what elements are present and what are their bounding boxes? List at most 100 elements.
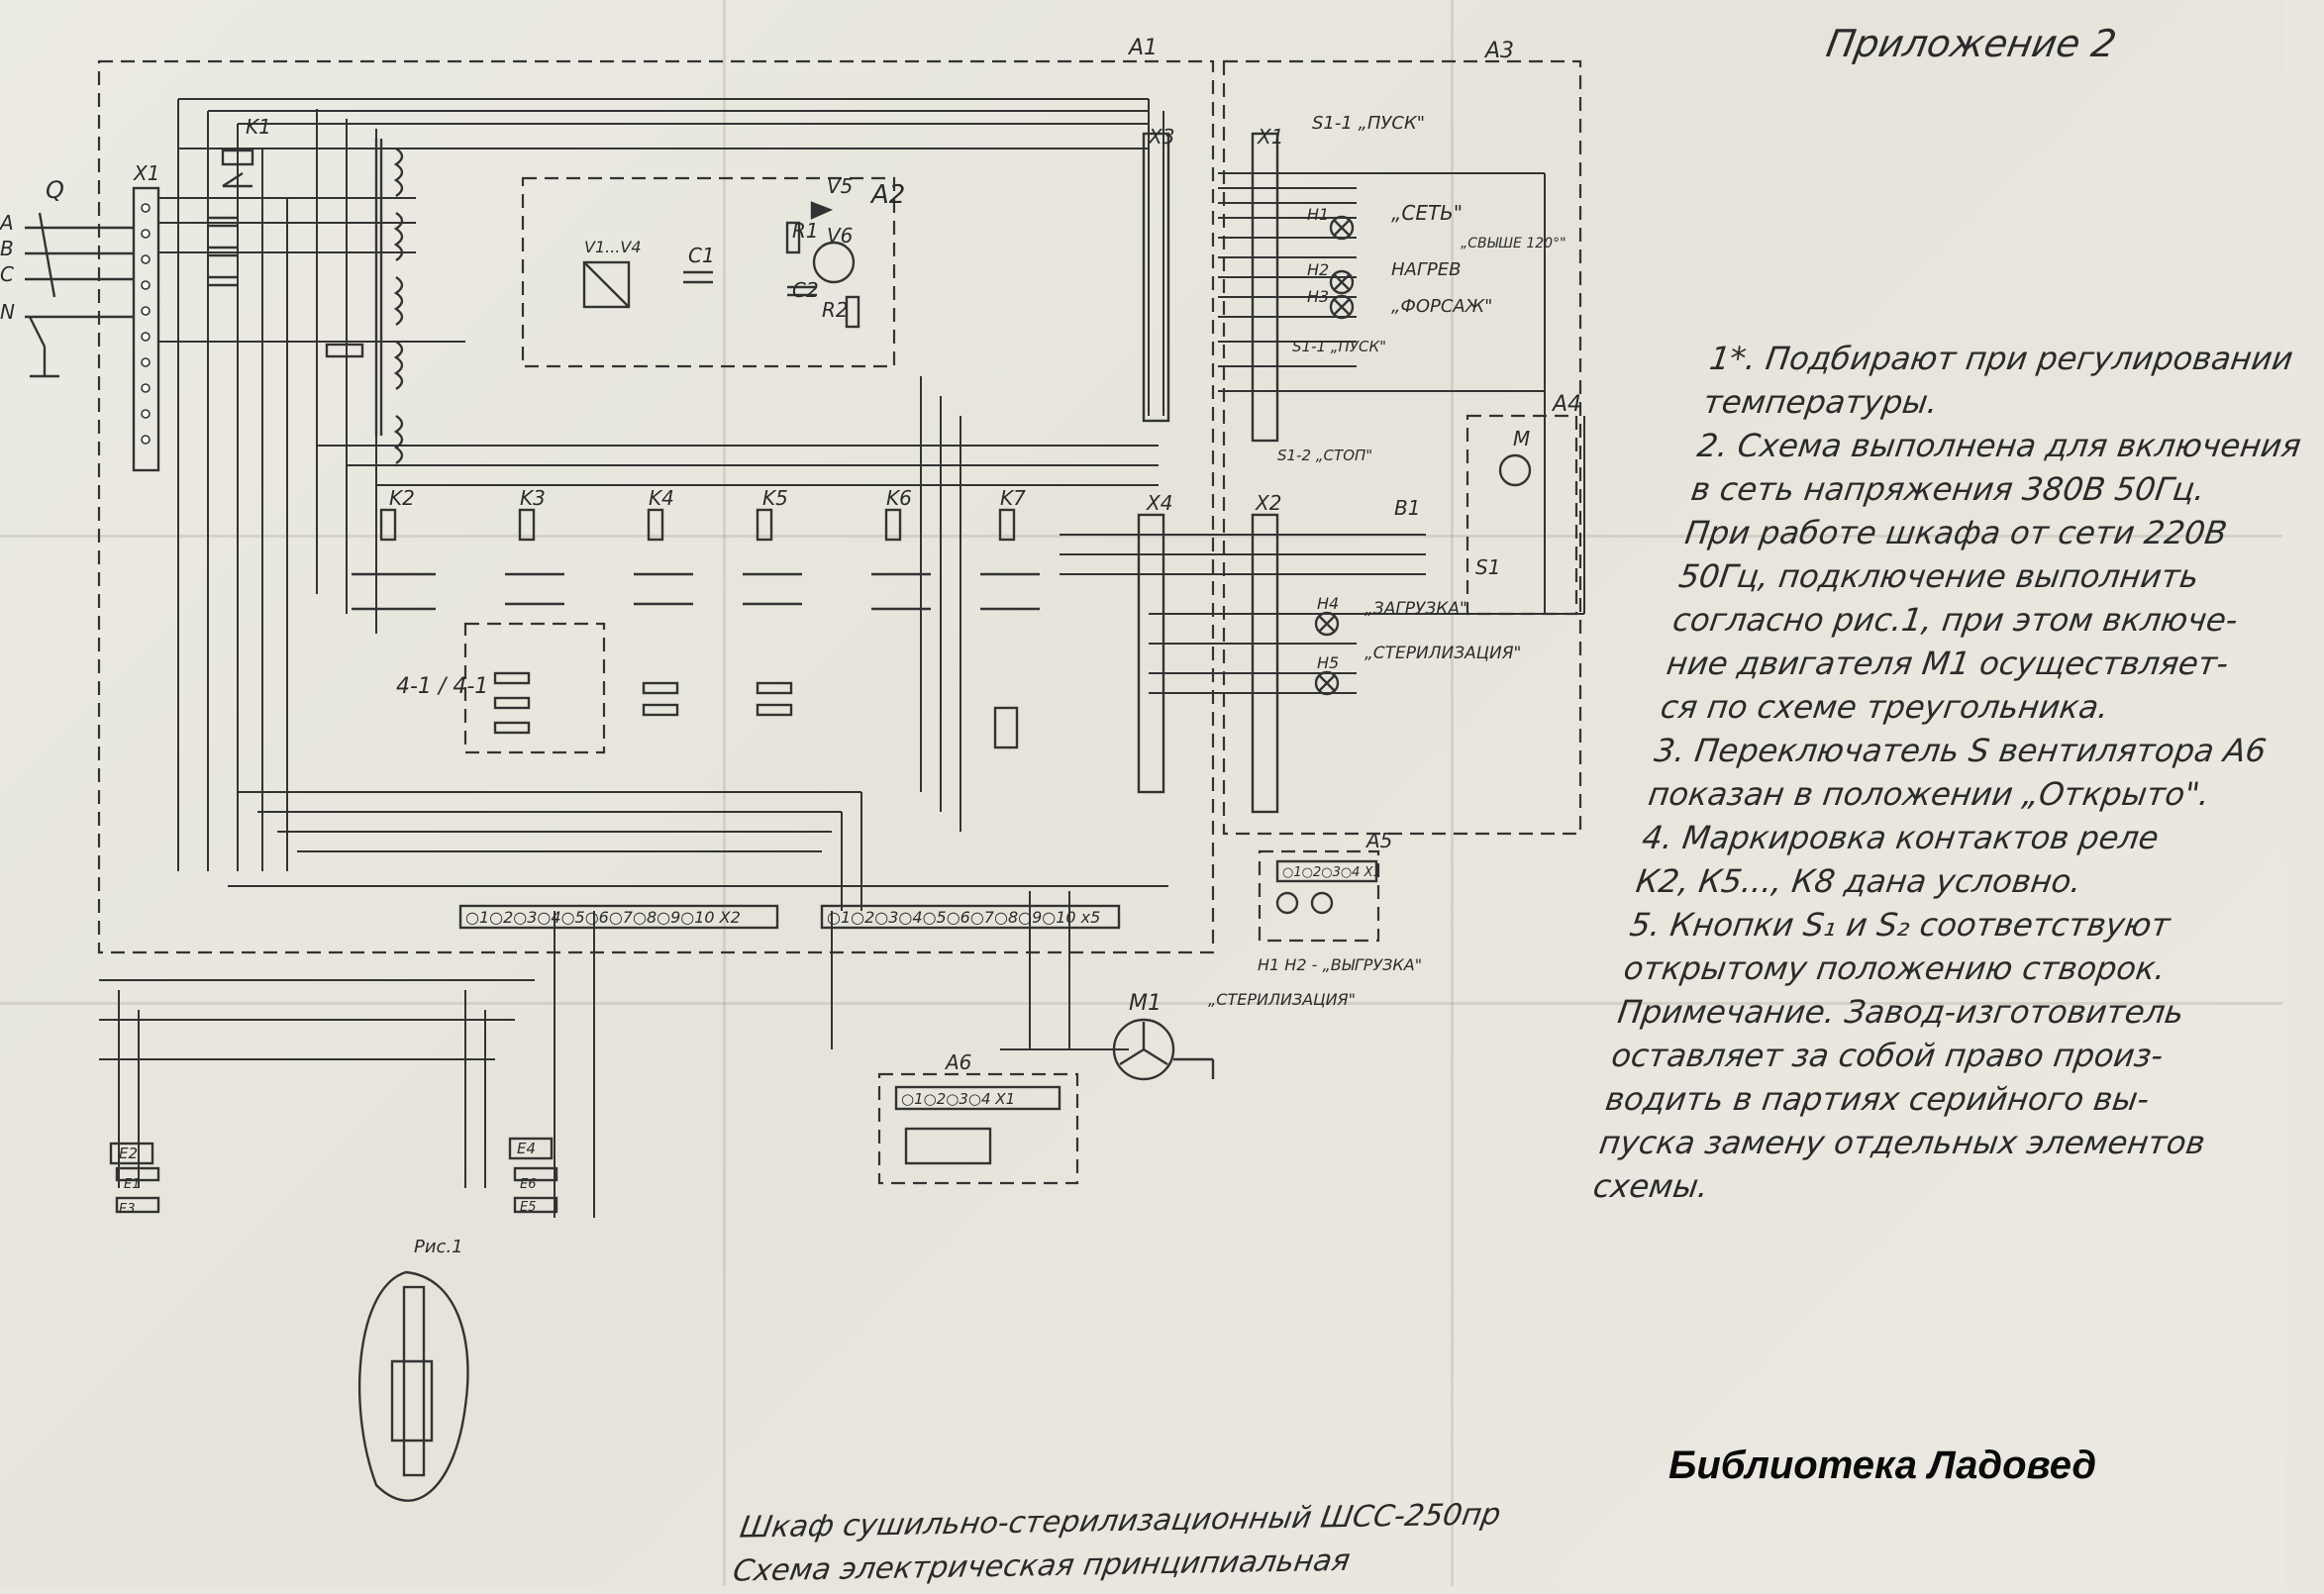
label-k4: K4 bbox=[649, 486, 674, 510]
label-x1-a3: X1 bbox=[1257, 125, 1283, 149]
label-a6: A6 bbox=[944, 1050, 971, 1074]
label-m: M bbox=[1513, 427, 1530, 450]
label-v1v4: V1...V4 bbox=[584, 238, 642, 256]
a5-strip bbox=[1275, 859, 1378, 883]
label-phase-c: C bbox=[0, 262, 14, 286]
label-e3: E3 bbox=[119, 1202, 136, 1217]
terminal-x2-right bbox=[1251, 513, 1279, 814]
note-line: схемы. bbox=[1590, 1167, 1711, 1205]
fig1-sketch bbox=[357, 1270, 469, 1502]
block-a3-frame bbox=[1222, 59, 1582, 836]
paper-fold bbox=[0, 1002, 2282, 1005]
label-e5: E5 bbox=[520, 1200, 537, 1215]
label-a4: A4 bbox=[1551, 392, 1581, 417]
note-line: К2, К5..., К8 дана условно. bbox=[1633, 862, 2084, 900]
note-line: ся по схеме треугольника. bbox=[1658, 688, 2111, 726]
label-v5: V5 bbox=[827, 174, 853, 198]
label-c1: C1 bbox=[688, 244, 715, 267]
label-x1-left: X1 bbox=[133, 161, 159, 185]
filter-frame bbox=[463, 622, 606, 754]
transformer bbox=[325, 139, 404, 464]
block-a1-frame bbox=[97, 59, 1215, 954]
label-h4: H4 bbox=[1317, 594, 1339, 613]
label-h2: H2 bbox=[1307, 260, 1329, 279]
terminal-x1-left bbox=[132, 186, 160, 472]
note-line: 1*. Подбирают при регулировании bbox=[1707, 340, 2296, 377]
label-e4: E4 bbox=[517, 1140, 536, 1157]
label-k1: K1 bbox=[246, 115, 271, 139]
diagram-labels: A1 A3 A2 A4 A5 A6 X1 X3 X1 X4 X2 Q A B C… bbox=[0, 36, 1581, 1257]
relay-k1 bbox=[221, 149, 254, 188]
label-x3: X3 bbox=[1148, 125, 1174, 149]
label-h5: H5 bbox=[1317, 653, 1339, 672]
block-a6-frame bbox=[877, 1072, 1079, 1185]
note-line: Примечание. Завод-изготовитель bbox=[1615, 993, 2186, 1031]
label-a5-strip: ○1○2○3○4 X1 bbox=[1282, 865, 1381, 880]
a2-circuit bbox=[582, 201, 860, 329]
label-c2: C2 bbox=[792, 278, 819, 302]
label-above120: „СВЫШЕ 120°" bbox=[1461, 236, 1566, 251]
block-a2-frame bbox=[521, 176, 896, 368]
heaters-right bbox=[508, 1137, 558, 1214]
label-k5: K5 bbox=[762, 486, 788, 510]
note-line: показан в положении „Открыто". bbox=[1646, 775, 2212, 813]
label-k7: K7 bbox=[1000, 486, 1026, 510]
label-x2: X2 bbox=[1255, 491, 1281, 515]
note-line: ние двигателя М1 осуществляет- bbox=[1664, 645, 2231, 682]
label-stop: S1-2 „СТОП" bbox=[1277, 447, 1372, 464]
terminal-x5-strip bbox=[820, 904, 1121, 930]
label-network: „СЕТЬ" bbox=[1391, 201, 1463, 225]
note-line: пуска замену отдельных элементов bbox=[1596, 1124, 2208, 1161]
label-a3: A3 bbox=[1483, 39, 1514, 63]
label-a2: A2 bbox=[869, 180, 905, 210]
vertical-wires bbox=[99, 99, 1164, 1218]
note-line: температуры. bbox=[1700, 383, 1941, 421]
main-switch-q bbox=[25, 212, 134, 378]
fan-switch-a6 bbox=[894, 1085, 1061, 1165]
label-start-switch: S1-1 „ПУСК" bbox=[1312, 113, 1425, 134]
circuit-diagram: A1 A3 A2 A4 A5 A6 X1 X3 X1 X4 X2 Q A B C… bbox=[0, 36, 1585, 1502]
terminal-x4 bbox=[1137, 513, 1165, 794]
label-k3: K3 bbox=[520, 486, 546, 510]
label-e6: E6 bbox=[520, 1177, 537, 1192]
label-a1: A1 bbox=[1127, 36, 1158, 60]
label-e2: E2 bbox=[119, 1145, 138, 1162]
label-v6: V6 bbox=[827, 224, 853, 248]
block-outlines bbox=[97, 59, 1582, 1185]
label-sterilization2: „СТЕРИЛИЗАЦИЯ" bbox=[1208, 990, 1356, 1009]
relays-row bbox=[352, 508, 1040, 749]
label-fig1: Рис.1 bbox=[414, 1237, 463, 1257]
label-b1: B1 bbox=[1394, 496, 1420, 520]
notes-block: 1*. Подбирают при регулировании температу… bbox=[1590, 337, 2317, 1208]
motor-m1 bbox=[1112, 1018, 1215, 1081]
note-line: 2. Схема выполнена для включения bbox=[1694, 427, 2304, 464]
label-h1: H1 bbox=[1307, 205, 1329, 224]
label-q: Q bbox=[46, 176, 64, 204]
note-line: в сеть напряжения 380В 50Гц. bbox=[1688, 470, 2208, 508]
label-x4: X4 bbox=[1146, 491, 1172, 515]
label-unloading: H1 H2 - „ВЫГРУЗКА" bbox=[1258, 955, 1422, 974]
label-r2: R2 bbox=[822, 298, 849, 322]
label-x2-strip: ○1○2○3○4○5○6○7○8○9○10 X2 bbox=[465, 908, 741, 927]
note-line: водить в партиях серийного вы- bbox=[1602, 1080, 2152, 1118]
label-phase-b: B bbox=[0, 237, 14, 260]
label-loading: „ЗАГРУЗКА" bbox=[1364, 599, 1467, 619]
note-line: согласно рис.1, при этом включе- bbox=[1669, 601, 2241, 639]
label-m1: M1 bbox=[1129, 991, 1162, 1016]
label-phase-n: N bbox=[0, 300, 15, 324]
library-watermark: Библиотека Ладовед bbox=[1668, 1444, 2097, 1487]
label-start2: S1-1 „ПУСК" bbox=[1292, 338, 1386, 355]
indicator-lamps bbox=[1275, 215, 1355, 915]
label-k2: K2 bbox=[389, 486, 415, 510]
paper-fold bbox=[0, 535, 2282, 538]
terminal-a3-x1 bbox=[1251, 132, 1279, 443]
label-r1: R1 bbox=[792, 219, 819, 243]
motor-a4 bbox=[1498, 453, 1532, 487]
filter-caps bbox=[208, 216, 238, 287]
label-h3: H3 bbox=[1307, 287, 1329, 306]
label-forsazh: „ФОРСАЖ" bbox=[1391, 296, 1492, 317]
heaters-left bbox=[109, 1142, 160, 1214]
rc-networks bbox=[493, 671, 793, 735]
drawing-caption: Шкаф сушильно-стерилизационный ШСС-250пр… bbox=[730, 1493, 1504, 1593]
